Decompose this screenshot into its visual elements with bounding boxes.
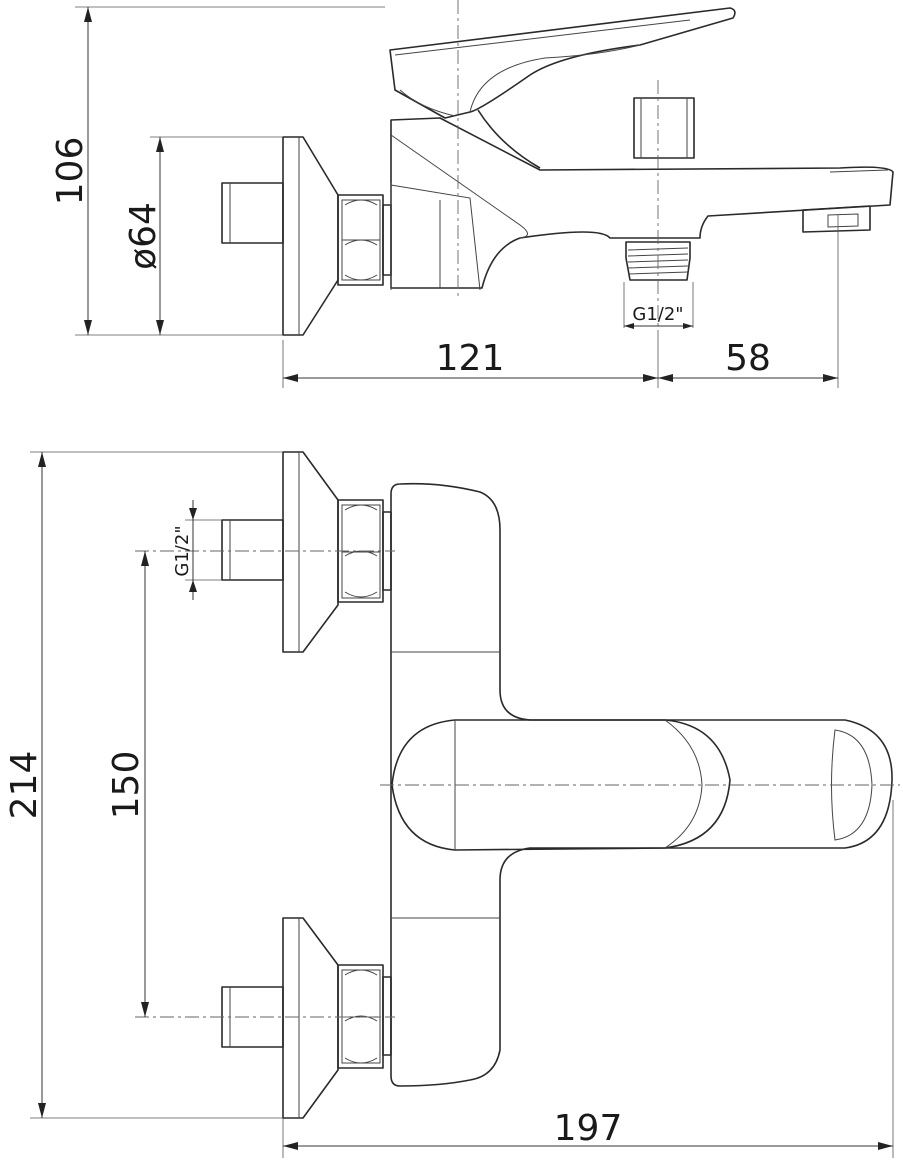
top-view: G1/2" 150 214 197 <box>4 451 900 1158</box>
side-spout-aerator <box>802 205 871 233</box>
top-thread-label: G1/2" <box>172 525 193 576</box>
side-escutcheon <box>282 136 339 336</box>
top-lower-escutcheon <box>282 917 339 1119</box>
side-mixer-body <box>390 117 894 289</box>
side-wall-pipe <box>221 182 284 244</box>
side-spout-label: 58 <box>725 338 771 379</box>
side-hex-nut <box>337 194 384 286</box>
side-diameter-label: ø64 <box>123 202 164 270</box>
top-upper-escutcheon <box>282 451 339 653</box>
top-spacing-label: 150 <box>106 751 147 820</box>
side-thread-label: G1/2" <box>632 304 683 325</box>
side-height-label: 106 <box>50 137 91 206</box>
top-lower-hex-nut <box>337 964 384 1069</box>
side-length-label: 121 <box>436 338 505 379</box>
top-upper-hex-nut <box>337 499 384 603</box>
top-mixer-body <box>390 482 893 1087</box>
top-width-label: 197 <box>554 1108 623 1149</box>
side-lever-handle <box>389 7 736 119</box>
top-upper-pipe <box>221 519 284 581</box>
side-view: 106 ø64 G1/2" 121 58 <box>50 0 894 388</box>
top-height-label: 214 <box>4 751 45 820</box>
side-diverter-knob <box>633 97 695 159</box>
side-outlet-thread <box>625 241 691 281</box>
